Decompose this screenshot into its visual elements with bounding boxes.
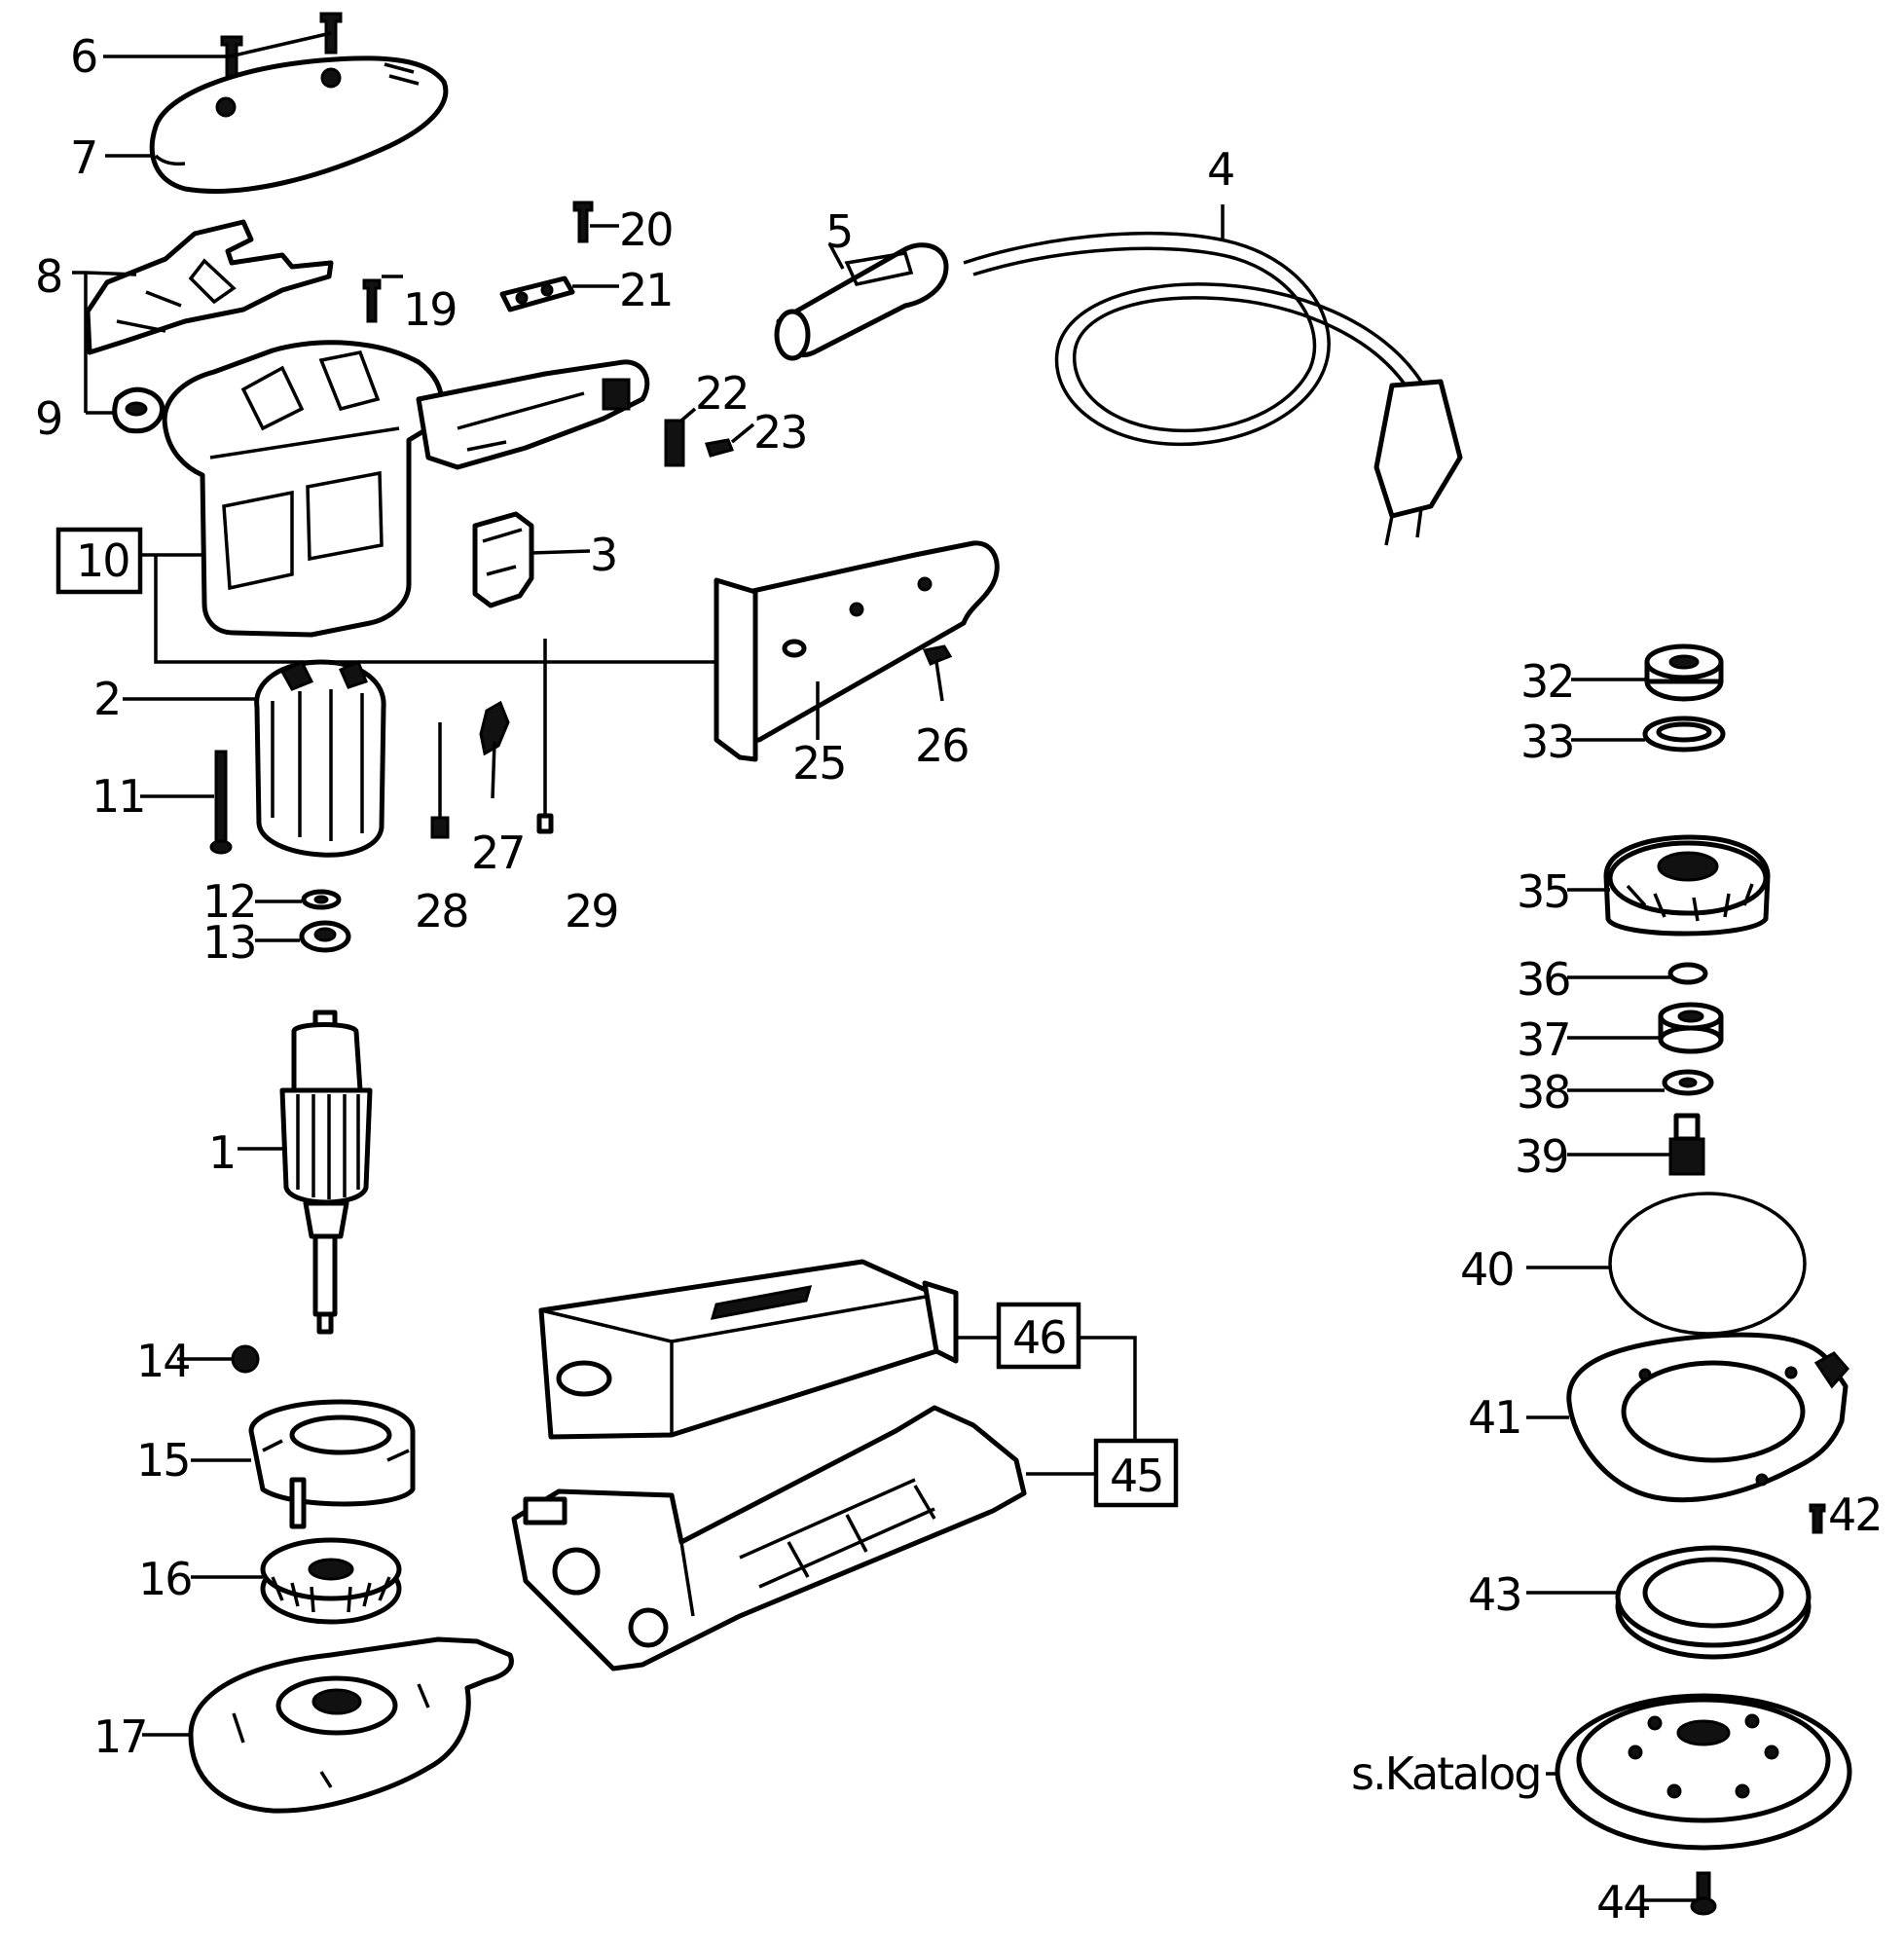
screw-42 [1809, 1503, 1826, 1534]
label-10: 10 [76, 534, 129, 587]
label-33: 33 [1520, 716, 1574, 768]
label-46-box [996, 1302, 1081, 1370]
bolt-39 [1668, 1113, 1705, 1176]
label-2: 2 [93, 673, 120, 725]
clamp-21 [499, 276, 575, 312]
part-labels: 6 7 8 9 10 19 20 21 22 23 3 4 5 25 26 2 … [35, 30, 1884, 1929]
label-39: 39 [1515, 1130, 1568, 1183]
label-27: 27 [471, 827, 525, 879]
dust-bag-46 [538, 1259, 959, 1440]
washer-36 [1667, 962, 1708, 985]
label-36: 36 [1517, 953, 1570, 1006]
handle-25 [714, 540, 1000, 762]
label-29: 29 [565, 885, 618, 937]
base-housing-17 [188, 1636, 514, 1814]
label-4: 4 [1207, 143, 1233, 196]
label-35: 35 [1517, 865, 1570, 918]
power-cable-4 [963, 231, 1463, 546]
label-26: 26 [915, 719, 969, 772]
label-25: 25 [792, 737, 846, 790]
label-46: 46 [1012, 1311, 1066, 1364]
label-40: 40 [1460, 1243, 1514, 1296]
baffle-15 [248, 1399, 416, 1529]
label-32: 32 [1520, 655, 1574, 708]
spring-22 [664, 419, 685, 467]
label-12: 12 [202, 875, 256, 928]
label-43: 43 [1468, 1568, 1521, 1621]
ring-40 [1608, 1192, 1807, 1336]
switch-plate-8 [85, 219, 334, 355]
dust-box-45 [511, 1405, 1027, 1671]
label-7: 7 [70, 131, 96, 184]
label-45-box [1093, 1438, 1179, 1508]
label-10-box [55, 527, 143, 595]
label-6: 6 [70, 30, 96, 83]
washer-38 [1662, 1069, 1714, 1096]
screw-11 [209, 750, 233, 855]
label-17: 17 [93, 1710, 147, 1763]
brush-27 [479, 700, 510, 799]
ring-33 [1642, 716, 1726, 753]
brush-28 [430, 722, 450, 839]
screw-20 [572, 201, 594, 243]
label-8: 8 [35, 250, 61, 303]
label-41: 41 [1468, 1391, 1521, 1444]
label-22: 22 [695, 367, 749, 420]
sanding-pad [1555, 1693, 1852, 1851]
field-coil-2 [254, 659, 386, 858]
switch-3 [472, 511, 534, 608]
screw-19 [362, 278, 382, 323]
label-45: 45 [1110, 1450, 1163, 1502]
bearing-32 [1644, 643, 1724, 702]
rod-29 [536, 639, 554, 834]
label-5: 5 [825, 205, 852, 258]
label-14: 14 [136, 1335, 190, 1387]
housing-ring-41 [1566, 1332, 1849, 1503]
top-cover-7 [149, 55, 449, 194]
cable-sleeve-5 [774, 242, 949, 361]
screw-44 [1690, 1871, 1717, 1916]
screw-26 [922, 644, 953, 702]
label-1: 1 [208, 1126, 235, 1179]
fan-16 [260, 1537, 402, 1625]
leader-lines [72, 31, 1698, 1902]
bearing-37 [1658, 1002, 1724, 1054]
label-38: 38 [1517, 1066, 1570, 1119]
label-13: 13 [202, 916, 256, 969]
fan-35 [1603, 834, 1771, 937]
label-3: 3 [590, 529, 616, 581]
label-20: 20 [619, 203, 673, 256]
label-19: 19 [403, 283, 457, 336]
label-9: 9 [35, 392, 61, 445]
washer-12 [301, 889, 342, 910]
label-15: 15 [136, 1434, 190, 1487]
armature-1 [279, 1010, 373, 1335]
motor-housing-10 [162, 340, 650, 638]
label-28: 28 [415, 885, 468, 937]
label-23: 23 [753, 406, 807, 459]
nut-9 [112, 386, 165, 434]
nut-14 [231, 1344, 260, 1374]
brake-ring-43 [1615, 1545, 1812, 1660]
label-21: 21 [619, 264, 673, 316]
label-37: 37 [1517, 1013, 1570, 1066]
label-44: 44 [1596, 1876, 1650, 1929]
label-42: 42 [1828, 1488, 1882, 1541]
bearing-13 [299, 920, 351, 953]
label-16: 16 [138, 1553, 192, 1605]
label-11: 11 [92, 770, 145, 823]
label-catalog: s.Katalog [1351, 1747, 1540, 1800]
screw-23 [705, 438, 735, 458]
